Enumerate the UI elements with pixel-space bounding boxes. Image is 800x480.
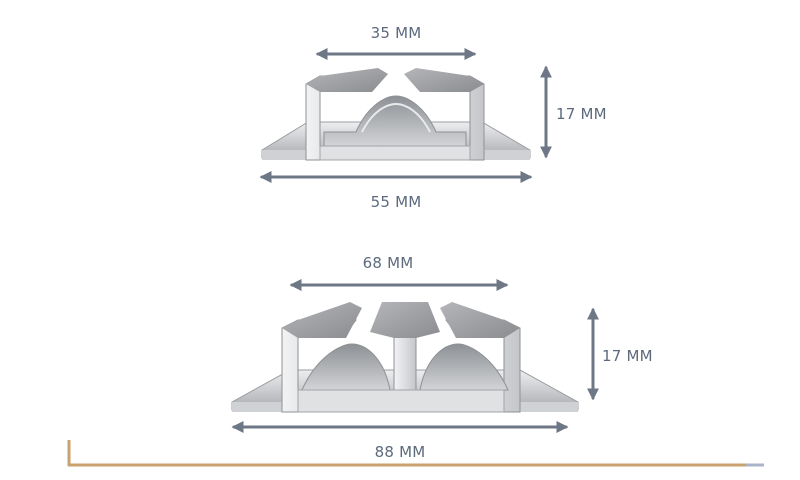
large-left-trough [301,343,391,391]
large-bottom-bar [297,389,505,413]
small-trough-highlight [361,102,431,133]
large-right-trough [419,343,509,391]
small-top-width-label: 35 MM [371,24,422,42]
baseline-rule [67,440,764,467]
dimension-lines [231,48,599,433]
small-profile [261,68,531,161]
small-base-width-label: 55 MM [371,193,422,211]
large-right-lip [440,302,520,338]
large-center-top [370,302,440,338]
small-right-lip [404,68,484,92]
small-left-lip [306,68,388,92]
small-height-label: 17 MM [556,105,607,123]
small-bottom-bar [319,145,471,161]
small-center-trough [323,95,467,147]
large-height-label: 17 MM [602,347,653,365]
large-left-lip [282,302,362,338]
large-top-width-label: 68 MM [363,254,414,272]
large-base-width-label: 88 MM [375,443,426,461]
large-profile [231,302,579,413]
dimension-labels: 35 MM 17 MM 55 MM 68 MM 17 MM 88 MM [363,24,653,461]
